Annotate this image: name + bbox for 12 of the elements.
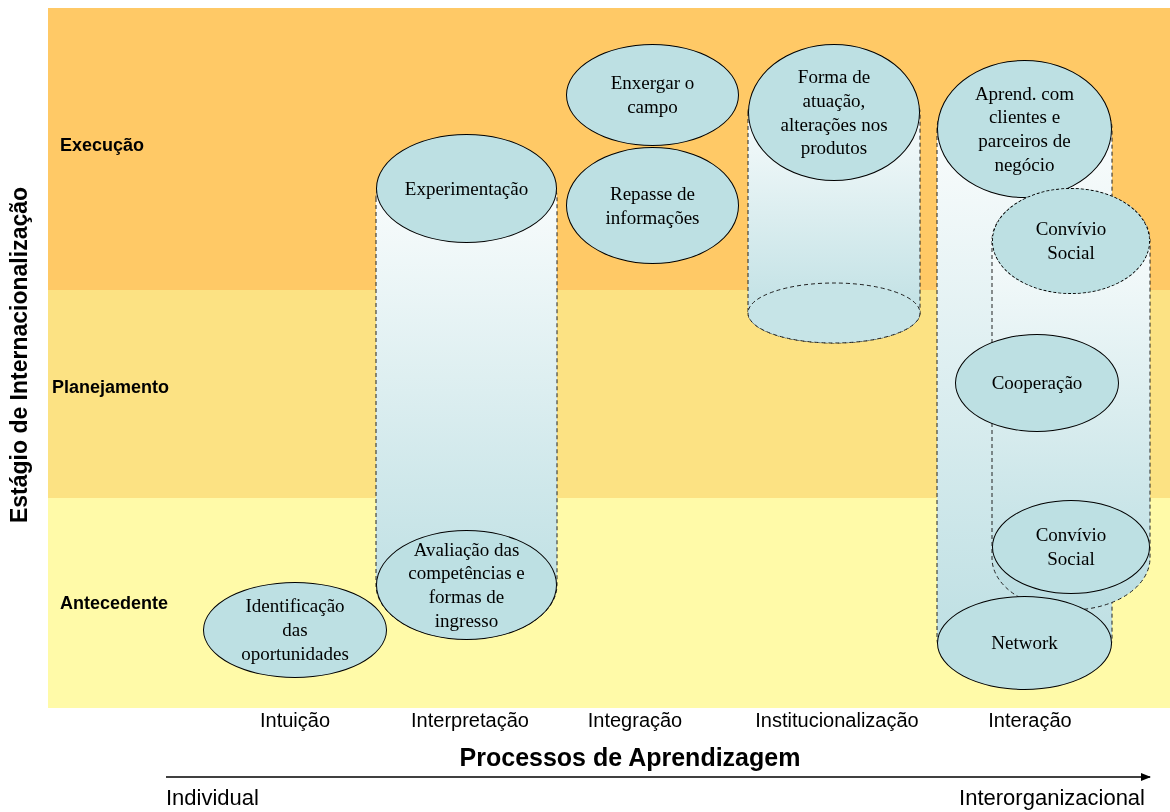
axis-title: Processos de Aprendizagem bbox=[458, 742, 802, 773]
column-label: Integração bbox=[586, 708, 684, 733]
column-label: Institucionalização bbox=[754, 708, 920, 733]
axis-title: Estágio de Internacionalização bbox=[5, 185, 33, 525]
row-label: Planejamento bbox=[52, 376, 171, 399]
axis-end-label: Interorganizacional bbox=[958, 784, 1145, 812]
row-label: Antecedente bbox=[60, 592, 170, 615]
column-label: Interação bbox=[987, 708, 1073, 733]
column-label: Intuição bbox=[258, 708, 332, 733]
column-label: Interpretação bbox=[410, 708, 530, 733]
axis-end-label: Individual bbox=[166, 784, 260, 812]
row-label: Execução bbox=[60, 134, 146, 157]
